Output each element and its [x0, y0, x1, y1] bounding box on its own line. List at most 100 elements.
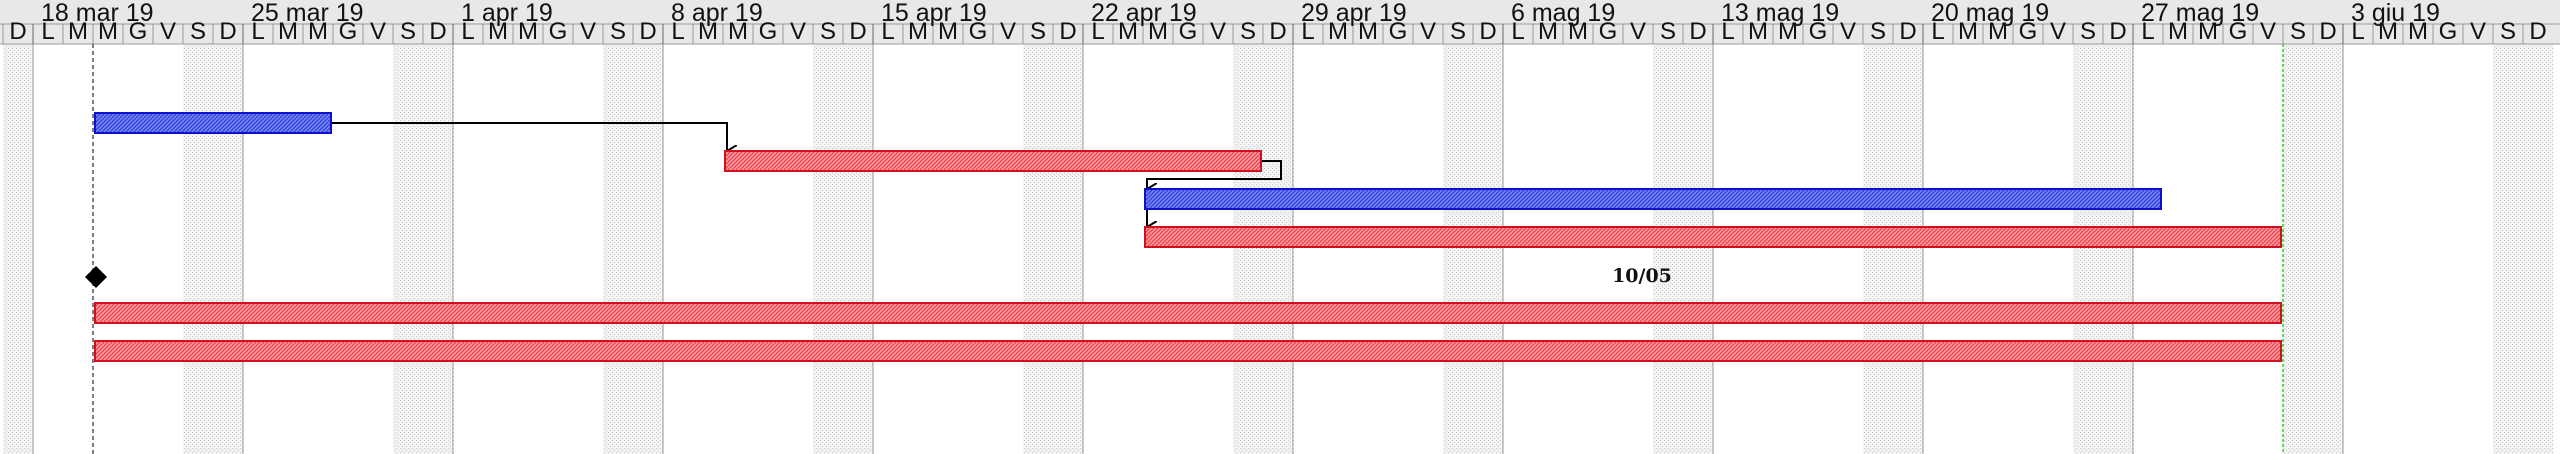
task-bar[interactable] [94, 112, 332, 134]
day-letter: M [2198, 18, 2218, 45]
week-label: 29 apr 19 [1301, 0, 1407, 27]
day-letter: D [1269, 18, 1286, 45]
day-letter: D [1059, 18, 1076, 45]
task-bar[interactable] [94, 340, 2282, 362]
day-letter: V [1840, 18, 1856, 45]
day-letter: G [1389, 18, 1408, 45]
week-label: 15 apr 19 [881, 0, 987, 27]
week-label: 8 apr 19 [671, 0, 763, 27]
weekend-shading-layer [3, 44, 2553, 454]
day-letter: S [1240, 18, 1256, 45]
day-letter: S [190, 18, 206, 45]
day-letter: L [2351, 18, 2364, 45]
week-label: 22 apr 19 [1091, 0, 1197, 27]
weekend-column [1653, 44, 1683, 454]
day-letter: V [160, 18, 176, 45]
weekend-column [1263, 44, 1293, 454]
day-letter: S [2080, 18, 2096, 45]
weekend-column [1893, 44, 1923, 454]
weekend-column [393, 44, 423, 454]
day-letter: V [1630, 18, 1646, 45]
day-letter: L [1721, 18, 1734, 45]
day-letter: V [580, 18, 596, 45]
day-letter: G [129, 18, 148, 45]
day-letter: V [1000, 18, 1016, 45]
week-label: 3 giu 19 [2351, 0, 2440, 27]
weekend-column [2073, 44, 2103, 454]
weekend-column [1053, 44, 1083, 454]
day-letter: D [9, 18, 26, 45]
day-letter: M [938, 18, 958, 45]
day-letter: L [1091, 18, 1104, 45]
day-letter: G [339, 18, 358, 45]
day-letter: L [1511, 18, 1524, 45]
day-letter: M [1778, 18, 1798, 45]
day-letter: M [278, 18, 298, 45]
day-letter: L [2141, 18, 2154, 45]
day-letter: S [1450, 18, 1466, 45]
day-letter: M [1568, 18, 1588, 45]
weekend-column [423, 44, 453, 454]
day-letter: L [41, 18, 54, 45]
day-letter: M [518, 18, 538, 45]
day-letter: V [370, 18, 386, 45]
day-letter: V [2470, 18, 2486, 45]
day-letter: M [1748, 18, 1768, 45]
day-letter: M [2378, 18, 2398, 45]
day-letter: M [1148, 18, 1168, 45]
weekend-column [1683, 44, 1713, 454]
day-letter: S [1870, 18, 1886, 45]
day-letter: M [728, 18, 748, 45]
day-letter: D [2109, 18, 2126, 45]
task-bar[interactable] [1144, 226, 2282, 248]
day-letter: L [251, 18, 264, 45]
day-letter: G [2229, 18, 2248, 45]
milestone-notes-layer: 10/05 [1612, 265, 1672, 287]
dependency-arrow [331, 122, 727, 151]
day-letter: D [849, 18, 866, 45]
day-letter: D [2319, 18, 2336, 45]
weekend-column [1023, 44, 1053, 454]
day-letter: M [68, 18, 88, 45]
day-letter: G [549, 18, 568, 45]
task-bar[interactable] [94, 302, 2282, 324]
day-letter: G [1179, 18, 1198, 45]
day-letter: L [1301, 18, 1314, 45]
milestone-diamond[interactable] [85, 266, 107, 288]
day-letter: S [1660, 18, 1676, 45]
day-letter: V [2050, 18, 2066, 45]
day-letter: M [1988, 18, 2008, 45]
task-bars-layer[interactable] [85, 112, 2282, 362]
day-letter: S [2290, 18, 2306, 45]
day-letter: M [698, 18, 718, 45]
day-letter: G [969, 18, 988, 45]
weekend-column [2103, 44, 2133, 454]
weekend-column [1443, 44, 1473, 454]
weekend-column [183, 44, 213, 454]
task-bar[interactable] [724, 150, 1262, 172]
day-letter: M [98, 18, 118, 45]
day-letter: S [400, 18, 416, 45]
date-markers-layer [92, 44, 2284, 454]
day-letter: M [1958, 18, 1978, 45]
task-bar[interactable] [1144, 188, 2162, 210]
weekend-column [1473, 44, 1503, 454]
day-letter: G [2439, 18, 2458, 45]
week-label: 6 mag 19 [1511, 0, 1615, 27]
weekend-column [2283, 44, 2313, 454]
day-letter: M [908, 18, 928, 45]
day-letter: M [1328, 18, 1348, 45]
weekend-column [813, 44, 843, 454]
week-label: 25 mar 19 [251, 0, 364, 27]
day-letter: L [461, 18, 474, 45]
weekend-column [213, 44, 243, 454]
day-letter: L [671, 18, 684, 45]
day-letter: S [1030, 18, 1046, 45]
day-letter: D [219, 18, 236, 45]
week-label: 20 mag 19 [1931, 0, 2049, 27]
weekend-column [603, 44, 633, 454]
day-letter: D [1689, 18, 1706, 45]
